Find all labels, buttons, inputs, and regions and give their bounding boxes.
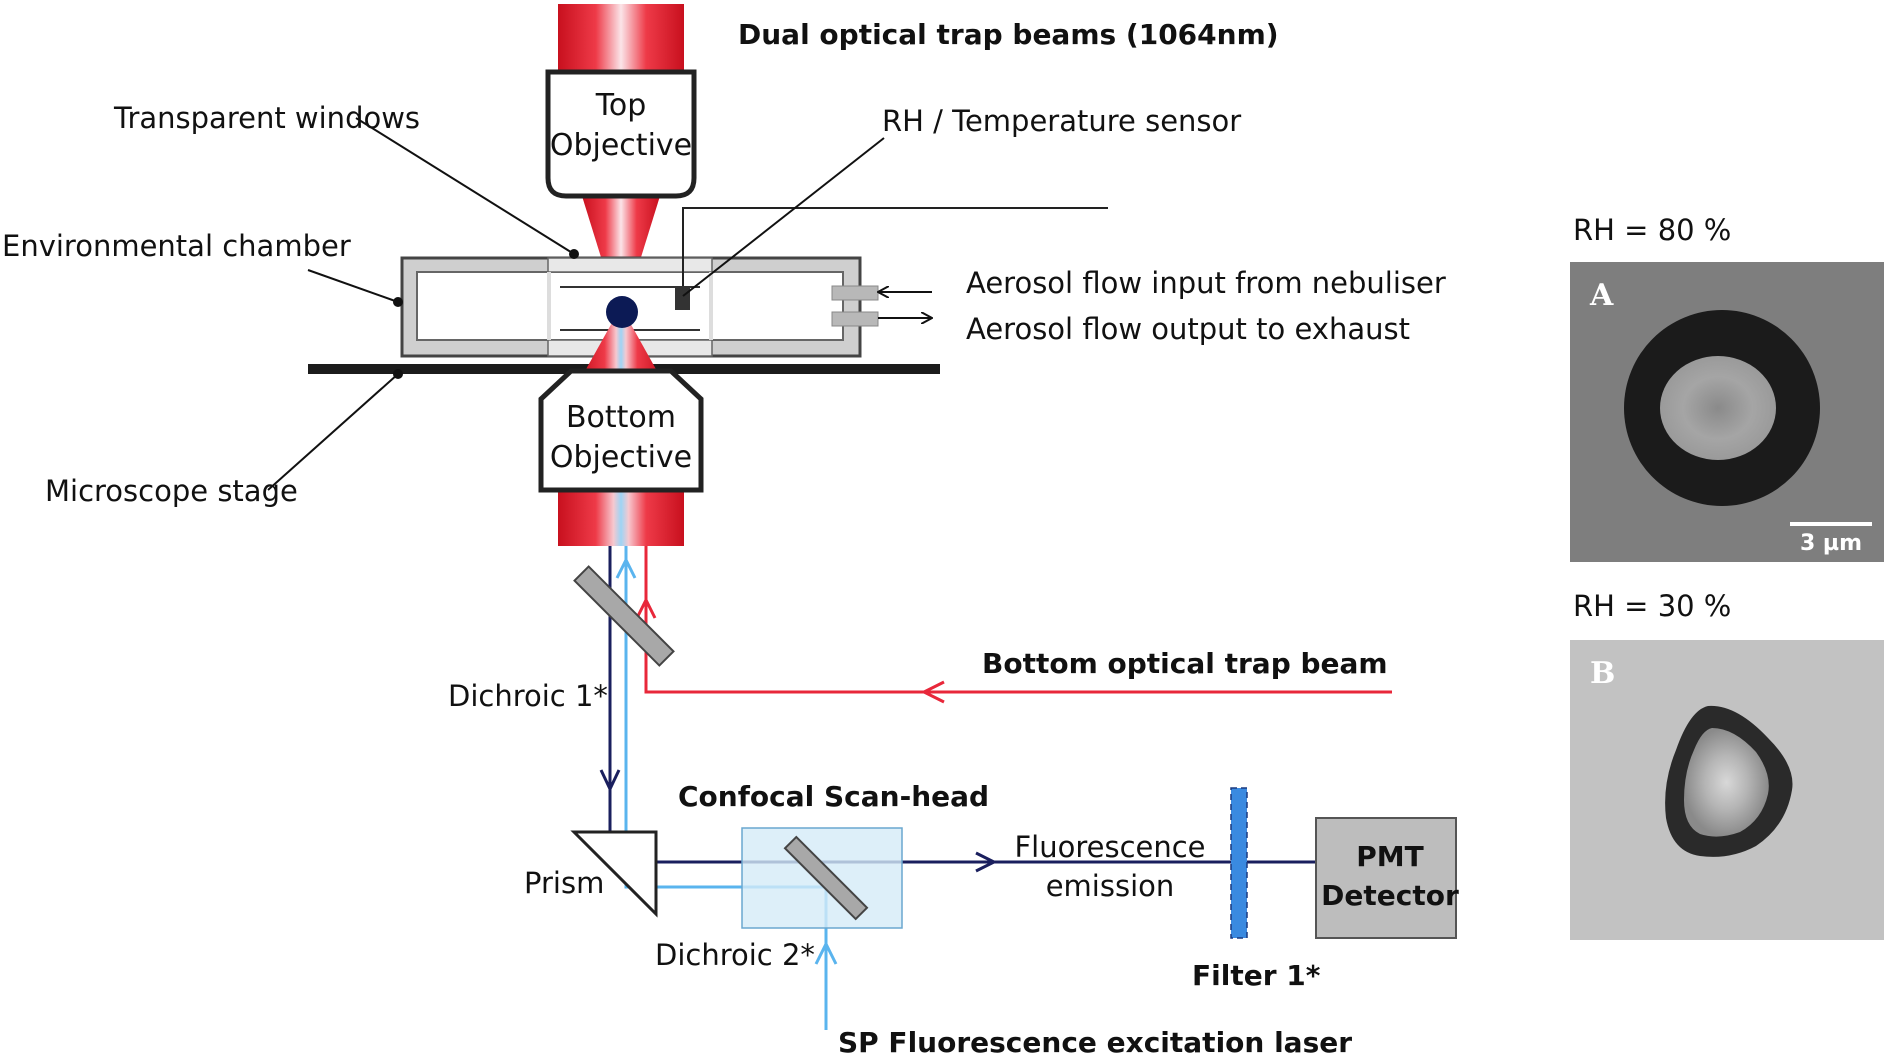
dichroic-1-label: Dichroic 1* [448,679,608,713]
droplet-b-core [1684,728,1769,837]
micrograph-panel-b: B [1570,640,1884,940]
confocal-label: Confocal Scan-head [678,780,989,813]
panel-a-letter: A [1589,278,1614,313]
prism-label: Prism [524,866,604,900]
pmt-detector [1315,817,1457,939]
bottom-objective [538,368,704,493]
dichroic-2-label: Dichroic 2* [655,938,815,972]
top-objective-label-1: Top [595,88,647,123]
top-beam [558,4,684,74]
rh-temperature-sensor [675,286,690,310]
bottom-trap-beam-path [644,546,1392,694]
panel-b-heading: RH = 30 % [1573,589,1731,623]
dichroic-2 [783,835,869,921]
sp-laser-label: SP Fluorescence excitation laser [838,1026,1352,1059]
excitation-path [624,546,828,1030]
bottom-focus-cone [580,312,662,380]
micrograph-panel-a: A 3 µm [1570,262,1884,562]
transparent-window-top [547,257,713,273]
aerosol-output-label: Aerosol flow output to exhaust [966,312,1410,346]
bottom-objective-label-1: Bottom [566,400,676,435]
bottom-beam [558,490,684,546]
rh-sensor-label: RH / Temperature sensor [882,104,1241,138]
bottom-trap-beam-label: Bottom optical trap beam [982,647,1388,680]
aerosol-input-label: Aerosol flow input from nebuliser [966,266,1446,300]
droplet-a-core [1660,356,1776,460]
dual-beams-label: Dual optical trap beams (1064nm) [738,18,1279,51]
fluorescence-label-2: emission [1046,869,1175,903]
transparent-windows-label: Transparent windows [113,101,420,135]
trapped-particle [606,296,638,328]
bottom-objective-label-2: Objective [550,440,692,475]
filter-1-label: Filter 1* [1192,959,1321,992]
top-objective-label-2: Objective [550,128,692,163]
aerosol-outlet-port [831,311,879,327]
dichroic-1 [573,565,675,667]
top-objective [545,69,697,199]
environmental-chamber-label: Environmental chamber [2,229,351,263]
panel-a-heading: RH = 80 % [1573,213,1731,247]
pmt-label-2: Detector [1321,879,1459,912]
pmt-label-1: PMT [1356,840,1423,873]
filter-1 [1230,787,1248,939]
microscope-stage-label: Microscope stage [45,474,298,508]
aerosol-inlet-port [831,285,879,301]
panel-b-letter: B [1590,656,1615,691]
top-focus-cone [582,196,660,312]
fluorescence-label-1: Fluorescence [1014,830,1205,864]
emission-path [608,546,1318,864]
prism [570,830,658,918]
scale-bar-label: 3 µm [1800,531,1862,556]
